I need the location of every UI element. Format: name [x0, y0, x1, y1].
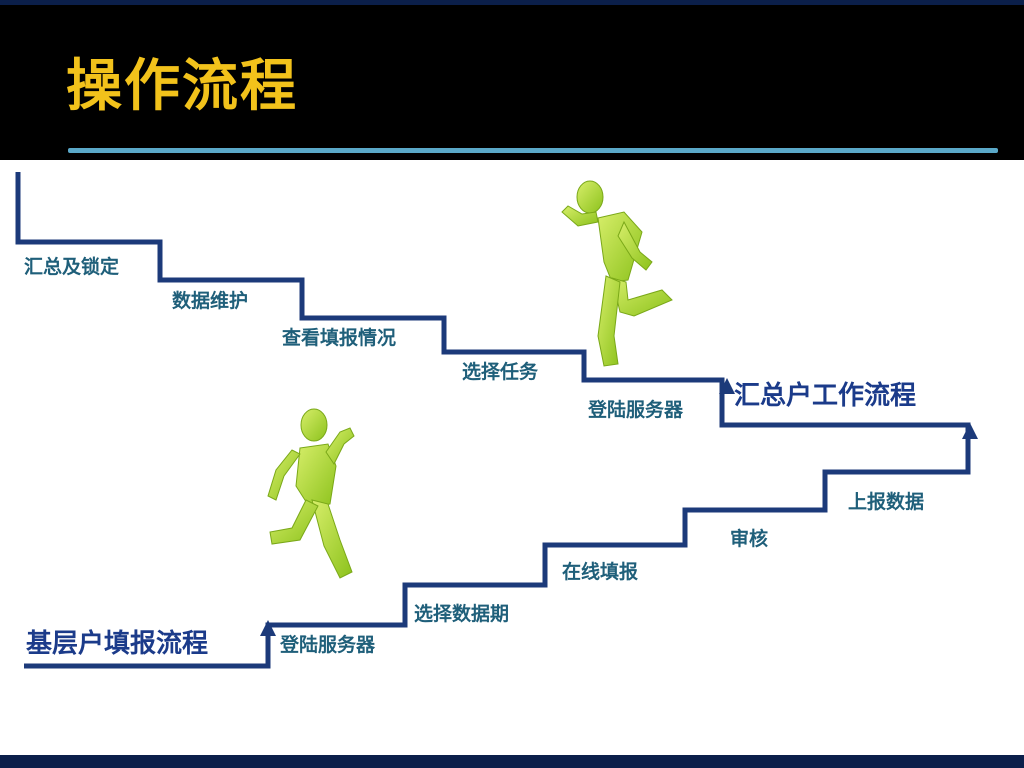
lower-step-label: 选择数据期 [414, 602, 509, 625]
running-figure-icon [561, 180, 673, 367]
upper-staircase [15, 172, 971, 448]
arrow-up-icon [719, 378, 735, 394]
slide-title: 操作流程 [66, 54, 298, 119]
title-underline [68, 148, 998, 153]
lower-step-label: 审核 [730, 527, 768, 550]
lower-step-label: 上报数据 [848, 490, 924, 513]
header-bar: 操作流程 [0, 0, 1024, 160]
arrow-up-icon [260, 620, 276, 636]
upper-step-label: 选择任务 [462, 360, 539, 383]
upper-step-label: 查看填报情况 [281, 326, 396, 349]
upper-step-label: 汇总及锁定 [24, 255, 119, 278]
lower-step-label: 登陆服务器 [279, 633, 376, 656]
header-top-edge [0, 0, 1024, 5]
arrow-up-icon [962, 423, 978, 439]
upper-step-label: 登陆服务器 [587, 398, 684, 421]
upper-flow-label: 汇总户工作流程 [734, 380, 916, 411]
lower-step-label: 在线填报 [562, 560, 638, 583]
footer-bar [0, 755, 1024, 768]
lower-flow-label: 基层户填报流程 [26, 628, 208, 659]
running-figure-icon [267, 408, 355, 579]
upper-step-label: 数据维护 [172, 289, 248, 312]
